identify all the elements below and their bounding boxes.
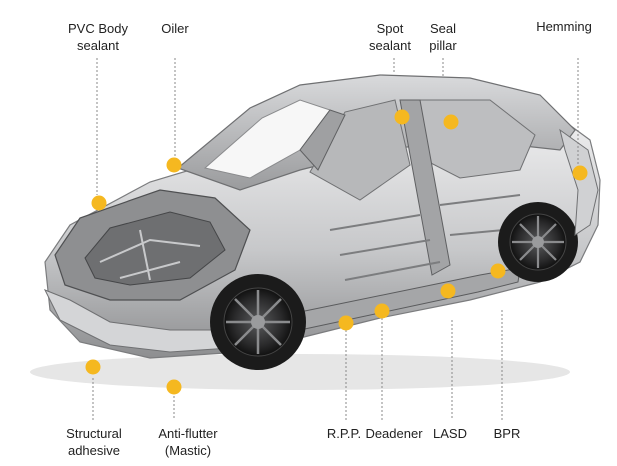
marker-lasd [440,283,456,299]
label-rpp: R.P.P. [326,426,362,441]
label-anti-flutter: Anti-flutter (Mastic) [158,426,218,458]
marker-anti-flutter [166,379,182,395]
b-pillar [399,99,451,276]
a-pillar [299,109,346,171]
marker-seal-pillar [443,114,459,130]
label-structural-adhesive: Structural adhesive [66,426,122,458]
marker-rpp [338,315,354,331]
label-lasd: LASD [433,426,467,441]
marker-structural-adhesive [85,359,101,375]
application-markers [85,109,588,395]
front-wheel [210,274,306,370]
leader-lines [92,58,579,420]
ground-shadow [30,354,570,390]
rear-wheel [498,202,578,282]
label-hemming: Hemming [536,19,592,34]
marker-oiler [166,157,182,173]
engine-bay-inner [84,211,226,286]
label-spot-sealant: Spot sealant [369,21,411,53]
label-pvc-body-sealant: PVC Body sealant [68,21,128,53]
label-seal-pillar: Seal pillar [429,21,457,53]
marker-hemming [572,165,588,181]
label-bpr: BPR [493,426,521,441]
label-deadener: Deadener [365,426,423,441]
rear-quarter [559,128,599,236]
marker-spot-sealant [394,109,410,125]
marker-bpr [490,263,506,279]
marker-deadener [374,303,390,319]
marker-pvc-body-sealant [91,195,107,211]
label-oiler: Oiler [161,21,189,36]
